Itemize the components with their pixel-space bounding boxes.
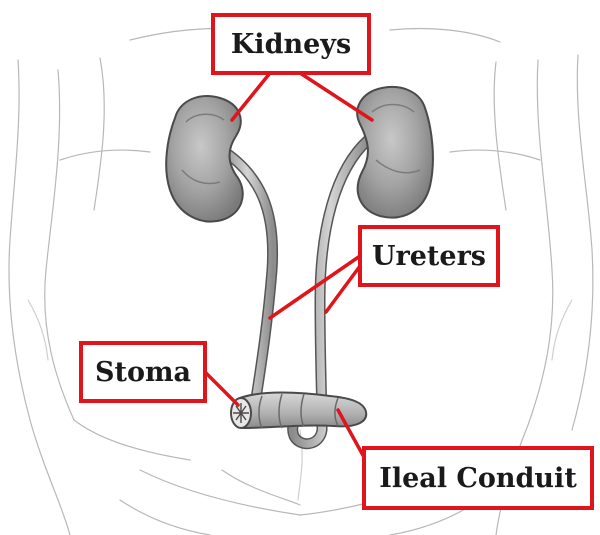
label-ileal-conduit: Ileal Conduit xyxy=(362,446,594,510)
leader-stoma xyxy=(205,372,238,405)
label-kidneys: Kidneys xyxy=(211,13,371,75)
leader-kidneys-right xyxy=(300,73,372,120)
kidney-right xyxy=(357,87,433,218)
label-ureters: Ureters xyxy=(358,225,500,287)
label-stoma: Stoma xyxy=(79,341,207,403)
leader-kidneys-left xyxy=(232,73,270,120)
leader-ureters-right xyxy=(326,266,360,312)
